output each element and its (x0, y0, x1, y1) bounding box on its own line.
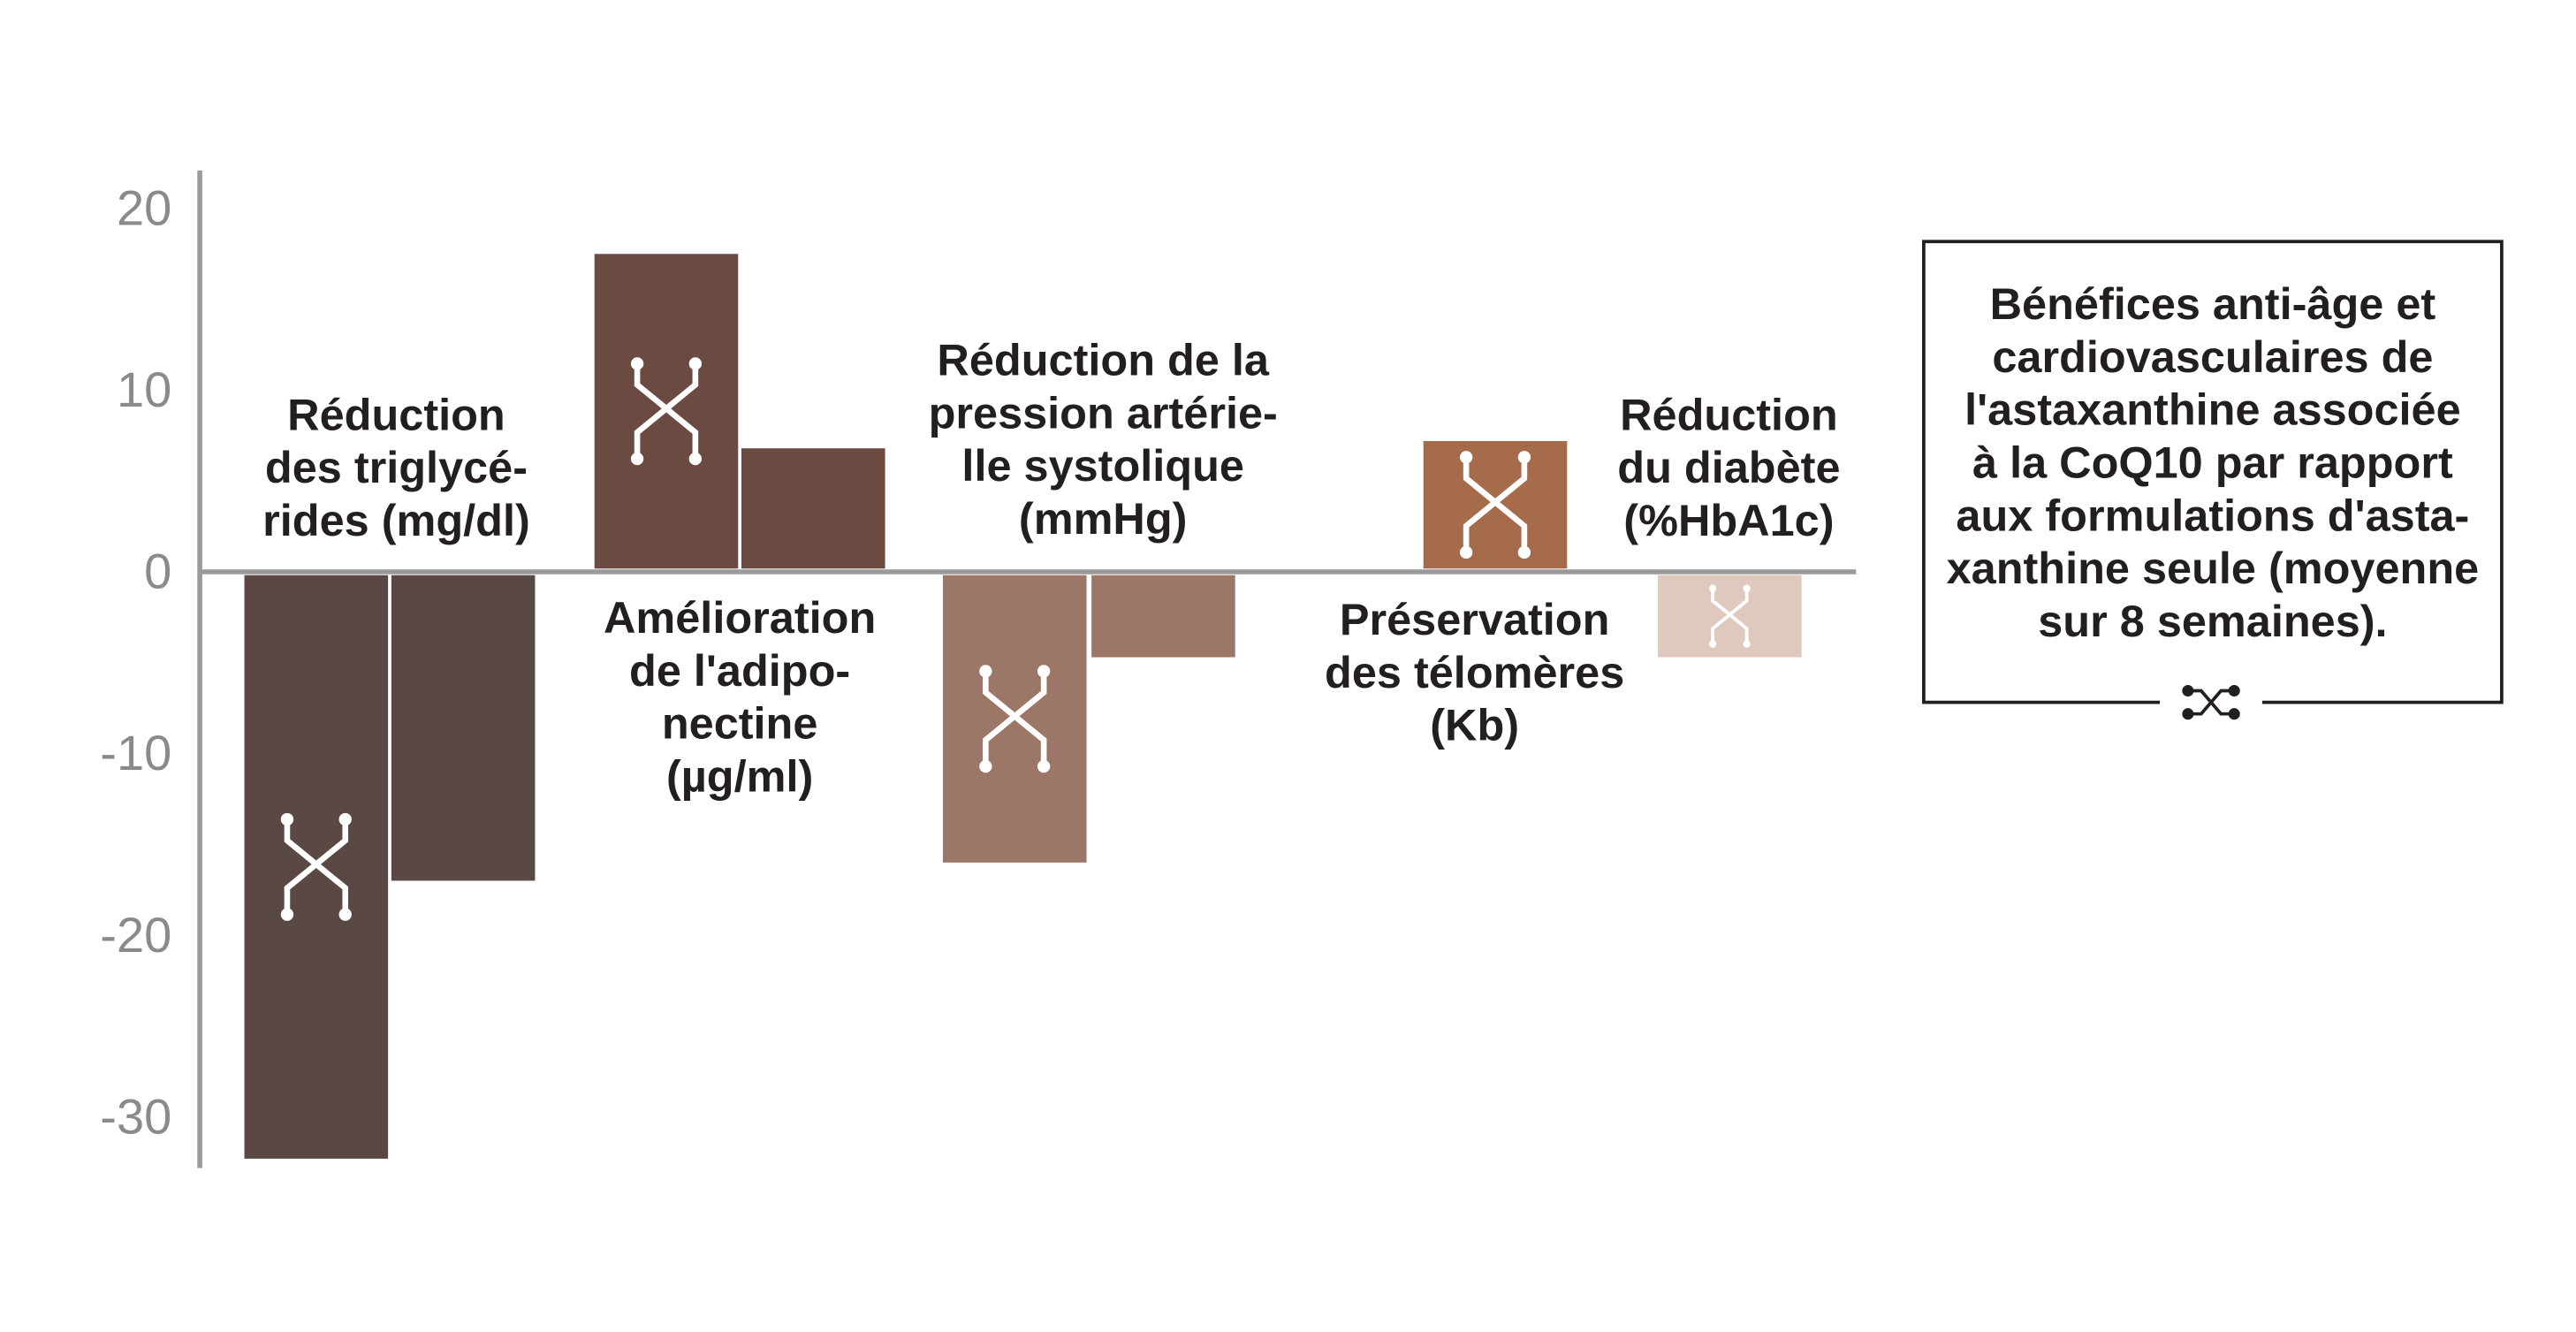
y-tick-label: -10 (100, 725, 171, 780)
category-label-line: pression artérie- (929, 387, 1278, 438)
category-label-line: du diabète (1617, 442, 1840, 492)
y-tick-labels: 20 10 0 -10 -20 -30 (100, 180, 171, 1145)
legend-line: cardiovasculaires de (1992, 331, 2433, 382)
bar (1091, 575, 1235, 658)
molecule-icon (630, 357, 703, 466)
legend-line: sur 8 semaines). (2038, 596, 2387, 646)
y-tick-label: 20 (117, 180, 171, 236)
category-label-line: des triglycé- (265, 442, 528, 492)
category-label-line: des télomères (1325, 647, 1624, 697)
y-tick-label: 0 (144, 544, 171, 599)
category-label-line: rides (mg/dl) (262, 495, 530, 545)
molecule-icon (979, 665, 1051, 773)
legend-line: à la CoQ10 par rapport (1972, 437, 2453, 487)
category-label-line: Préservation (1340, 594, 1610, 644)
category-label-line: Réduction (287, 389, 505, 439)
category-label-line: Amélioration (604, 592, 876, 643)
legend-line: l'astaxanthine associée (1964, 384, 2461, 435)
legend-line: xanthine seule (moyenne (1947, 543, 2480, 593)
category-label-line: de l'adipo- (629, 645, 850, 696)
y-tick-label: -30 (100, 1088, 171, 1144)
y-tick-label: 10 (117, 362, 171, 417)
bars (244, 254, 1802, 1159)
category-label-line: Réduction (1620, 389, 1838, 439)
category-label-line: (mmHg) (1019, 493, 1188, 544)
category-label-line: lle systolique (961, 440, 1244, 491)
category-label-line: nectine (662, 698, 818, 749)
molecule-icon (280, 812, 352, 921)
bar (741, 448, 885, 569)
molecule-icon (1708, 584, 1751, 648)
y-tick-label: -20 (100, 907, 171, 963)
molecule-icon (1459, 451, 1531, 559)
bar (391, 575, 536, 881)
legend-line: Bénéfices anti-âge et (1990, 278, 2436, 329)
category-label-line: (Kb) (1430, 700, 1519, 750)
legend-line: aux formulations d'asta- (1956, 490, 2469, 540)
category-label-line: (µg/ml) (666, 751, 813, 802)
molecule-icon (2182, 684, 2240, 720)
category-label-line: (%HbA1c) (1623, 495, 1834, 545)
category-label-line: Réduction de la (937, 335, 1269, 385)
